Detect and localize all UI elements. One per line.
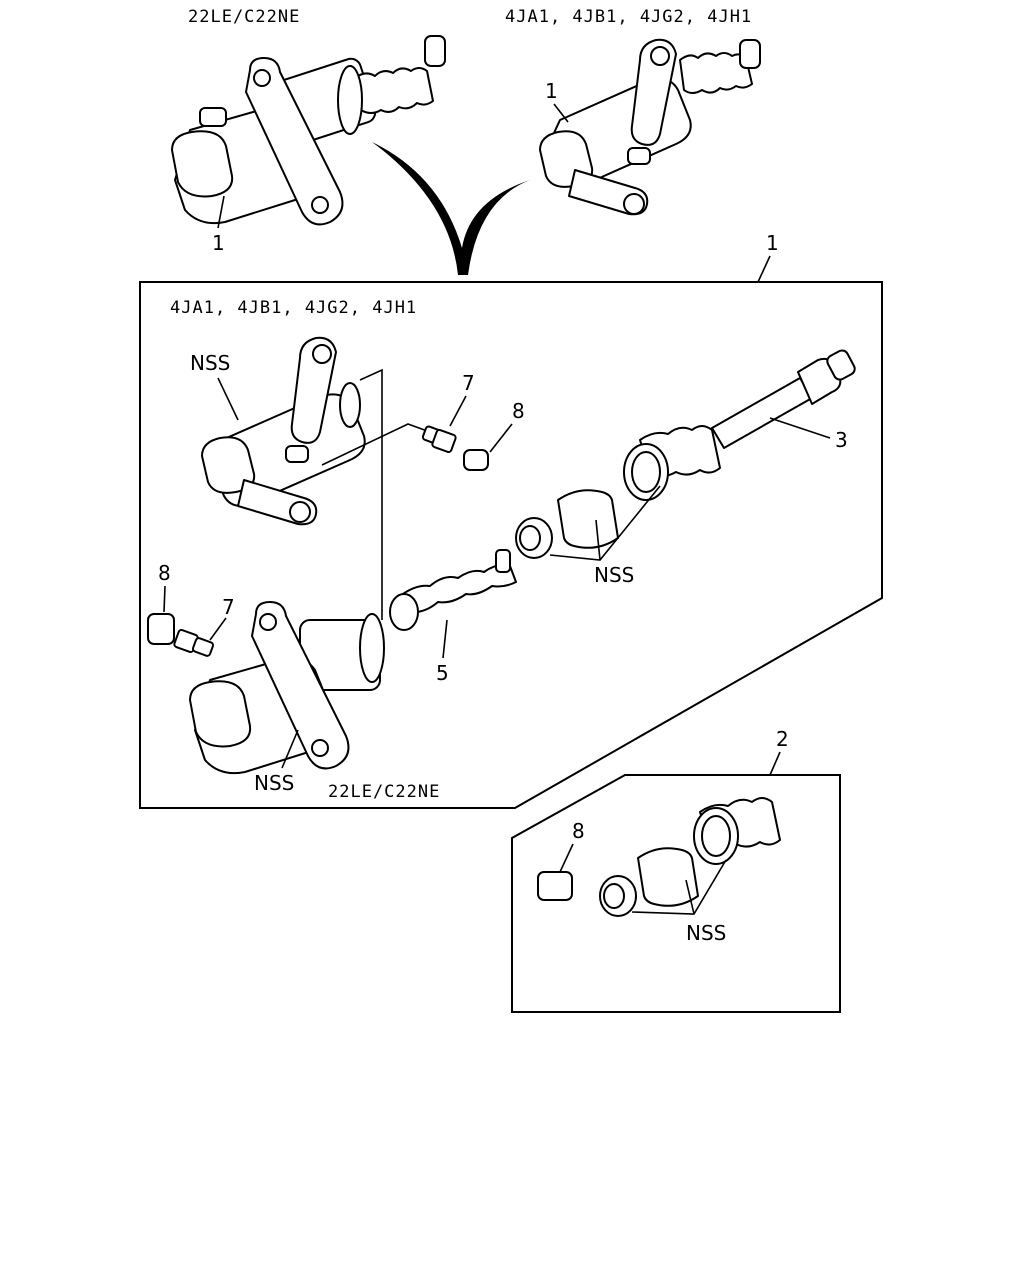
top-left-engine-label: 22LE/C22NE: [188, 7, 300, 27]
kit-2-seal: [599, 875, 637, 917]
top-left-cylinder: [171, 35, 446, 226]
top-right-callout: 1: [545, 79, 558, 103]
kit-1-upper-body: [201, 336, 366, 526]
kit-2-nss-label: NSS: [686, 921, 726, 945]
kit-1-lower-body: [189, 601, 385, 775]
kit-2-frame: [511, 774, 841, 1013]
bleeder-screw-lower: [173, 628, 215, 657]
dust-boot: [623, 425, 721, 501]
kit-2-piston: [637, 847, 699, 907]
part-7-upper-label: 7: [462, 371, 475, 395]
piston: [557, 489, 619, 549]
kit-2-part-8-label: 8: [572, 819, 585, 843]
part-3-label: 3: [835, 428, 848, 452]
nss-seals-label: NSS: [594, 563, 634, 587]
kit-1-engine-lower-label: 22LE/C22NE: [328, 782, 440, 802]
kit-2-callout: 2: [776, 727, 789, 751]
kit-1-callout: 1: [766, 231, 779, 255]
cap-lower: [147, 613, 175, 645]
part-7-lower-label: 7: [222, 595, 235, 619]
bleeder-screw-upper: [421, 425, 457, 454]
top-left-callout: 1: [212, 231, 225, 255]
kit-2-boot: [693, 797, 781, 865]
push-rod: [711, 349, 856, 449]
merge-arrow: [372, 142, 530, 275]
part-8-upper-label: 8: [512, 399, 525, 423]
cap-upper: [463, 449, 489, 471]
kit-1-engine-upper-label: 4JA1, 4JB1, 4JG2, 4JH1: [170, 298, 417, 318]
part-5-label: 5: [436, 661, 449, 685]
kit-2-cap: [537, 871, 573, 901]
piston-seal: [515, 517, 553, 559]
nss-upper-label: NSS: [190, 351, 230, 375]
top-right-engine-label: 4JA1, 4JB1, 4JG2, 4JH1: [505, 7, 752, 27]
top-right-cylinder: [539, 38, 761, 216]
spring: [389, 549, 517, 631]
part-8-lower-label: 8: [158, 561, 171, 585]
nss-lower-label: NSS: [254, 771, 294, 795]
